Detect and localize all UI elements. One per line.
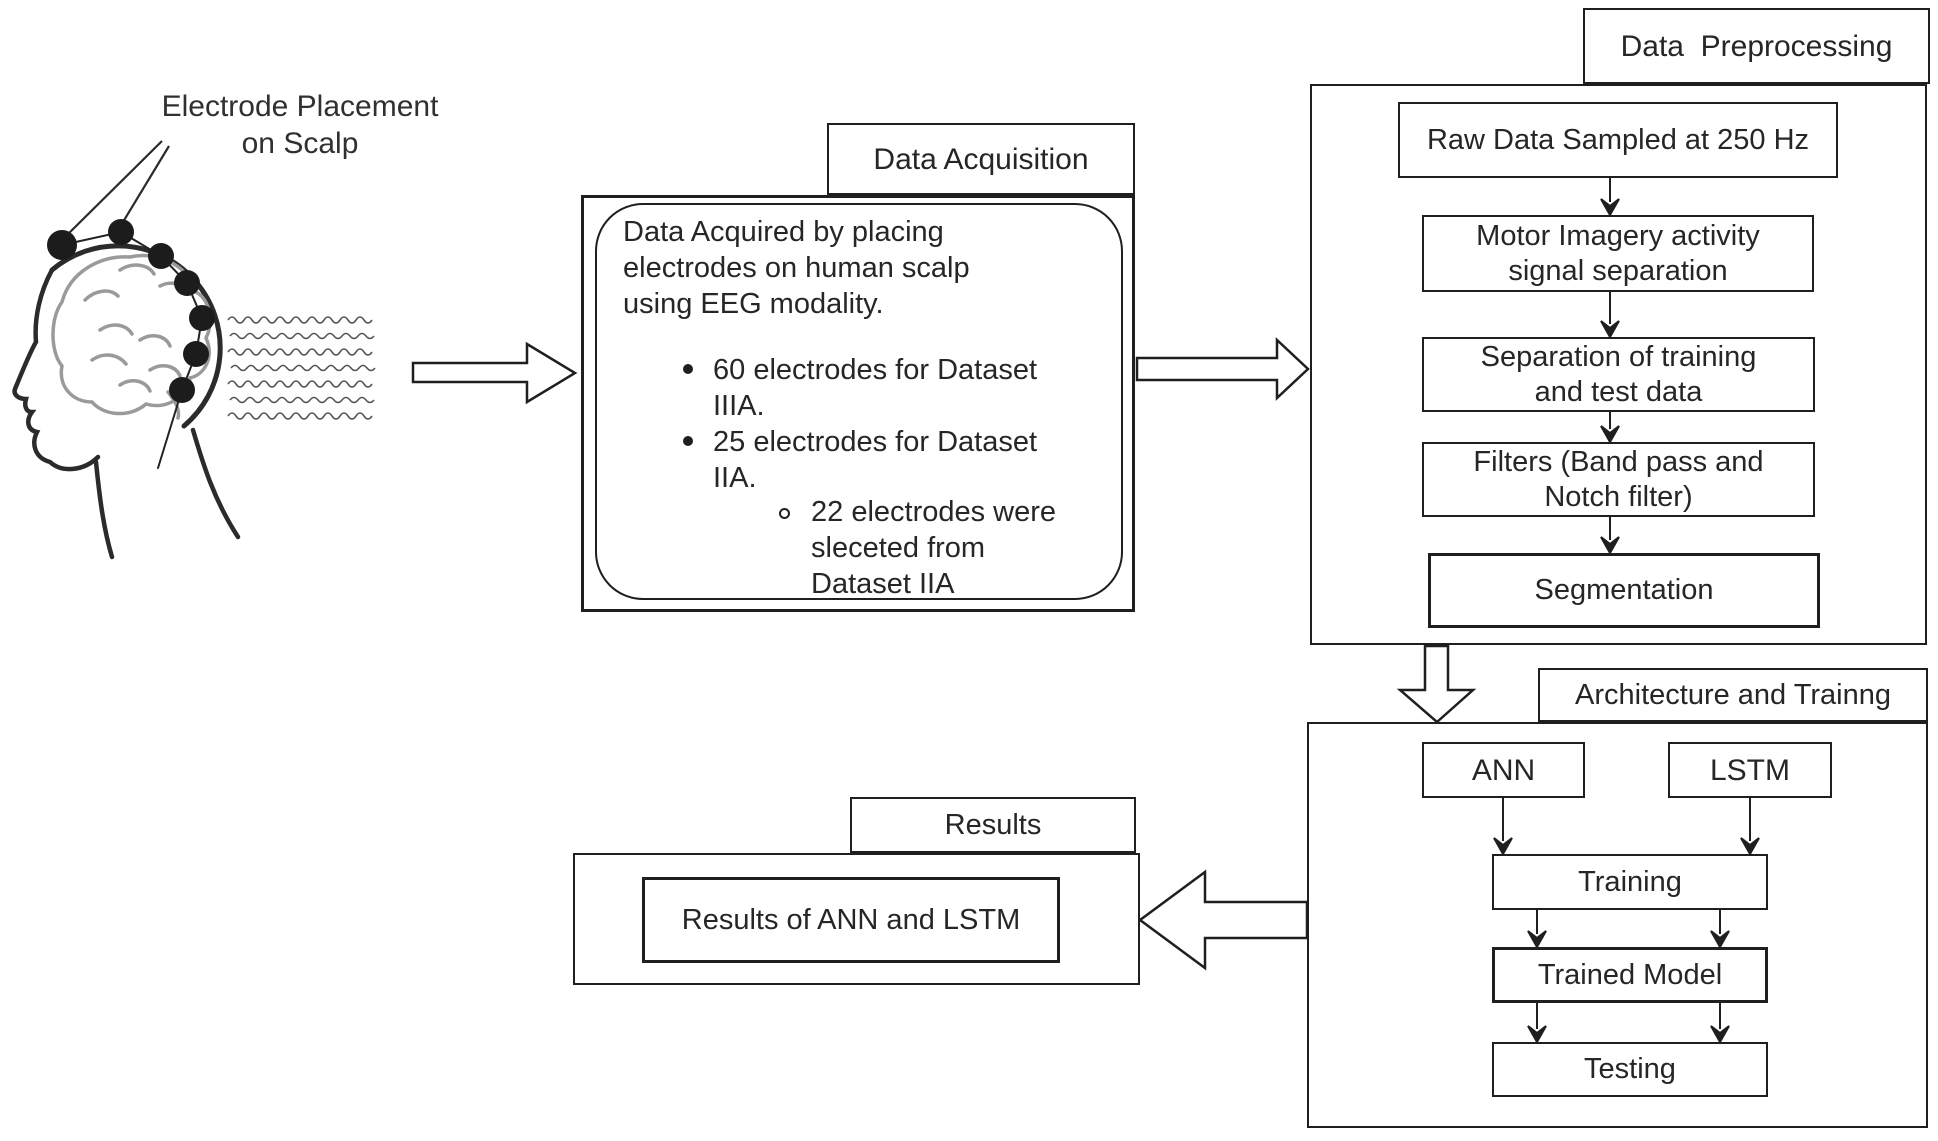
architecture-section-title: Architecture and Trainng: [1538, 668, 1928, 722]
bullet-ring-icon: [779, 508, 790, 519]
step-trained-model: Trained Model: [1492, 947, 1768, 1003]
acquisition-section-title: Data Acquisition: [827, 123, 1135, 195]
results-section-title: Results: [850, 797, 1136, 853]
bullet-dot-icon: [683, 436, 693, 446]
step-train-test-separation: Separation of training and test data: [1422, 337, 1815, 412]
step-motor-imagery: Motor Imagery activity signal separation: [1422, 215, 1814, 292]
acquisition-sub-bullet: 22 electrodes were sleceted from Dataset…: [811, 496, 1057, 600]
step-filters: Filters (Band pass and Notch filter): [1422, 442, 1815, 517]
acquisition-description: Data Acquired by placing electrodes on h…: [623, 216, 970, 320]
electrode-placement-label: Electrode Placement on Scalp: [161, 90, 439, 160]
step-training: Training: [1492, 854, 1768, 910]
step-segmentation: Segmentation: [1428, 553, 1820, 628]
model-ann-box: ANN: [1422, 742, 1585, 798]
acquisition-rounded-box: [595, 203, 1123, 600]
results-box: Results of ANN and LSTM: [642, 877, 1060, 963]
step-raw-data: Raw Data Sampled at 250 Hz: [1398, 102, 1838, 178]
bullet-dot-icon: [683, 364, 693, 374]
step-testing: Testing: [1492, 1042, 1768, 1097]
model-lstm-box: LSTM: [1668, 742, 1832, 798]
preprocessing-section-title: Data Preprocessing: [1583, 8, 1930, 84]
acquisition-bullet-1: 60 electrodes for Dataset IIIA.: [713, 354, 1038, 422]
acquisition-bullet-2: 25 electrodes for Dataset IIA.: [713, 426, 1038, 494]
